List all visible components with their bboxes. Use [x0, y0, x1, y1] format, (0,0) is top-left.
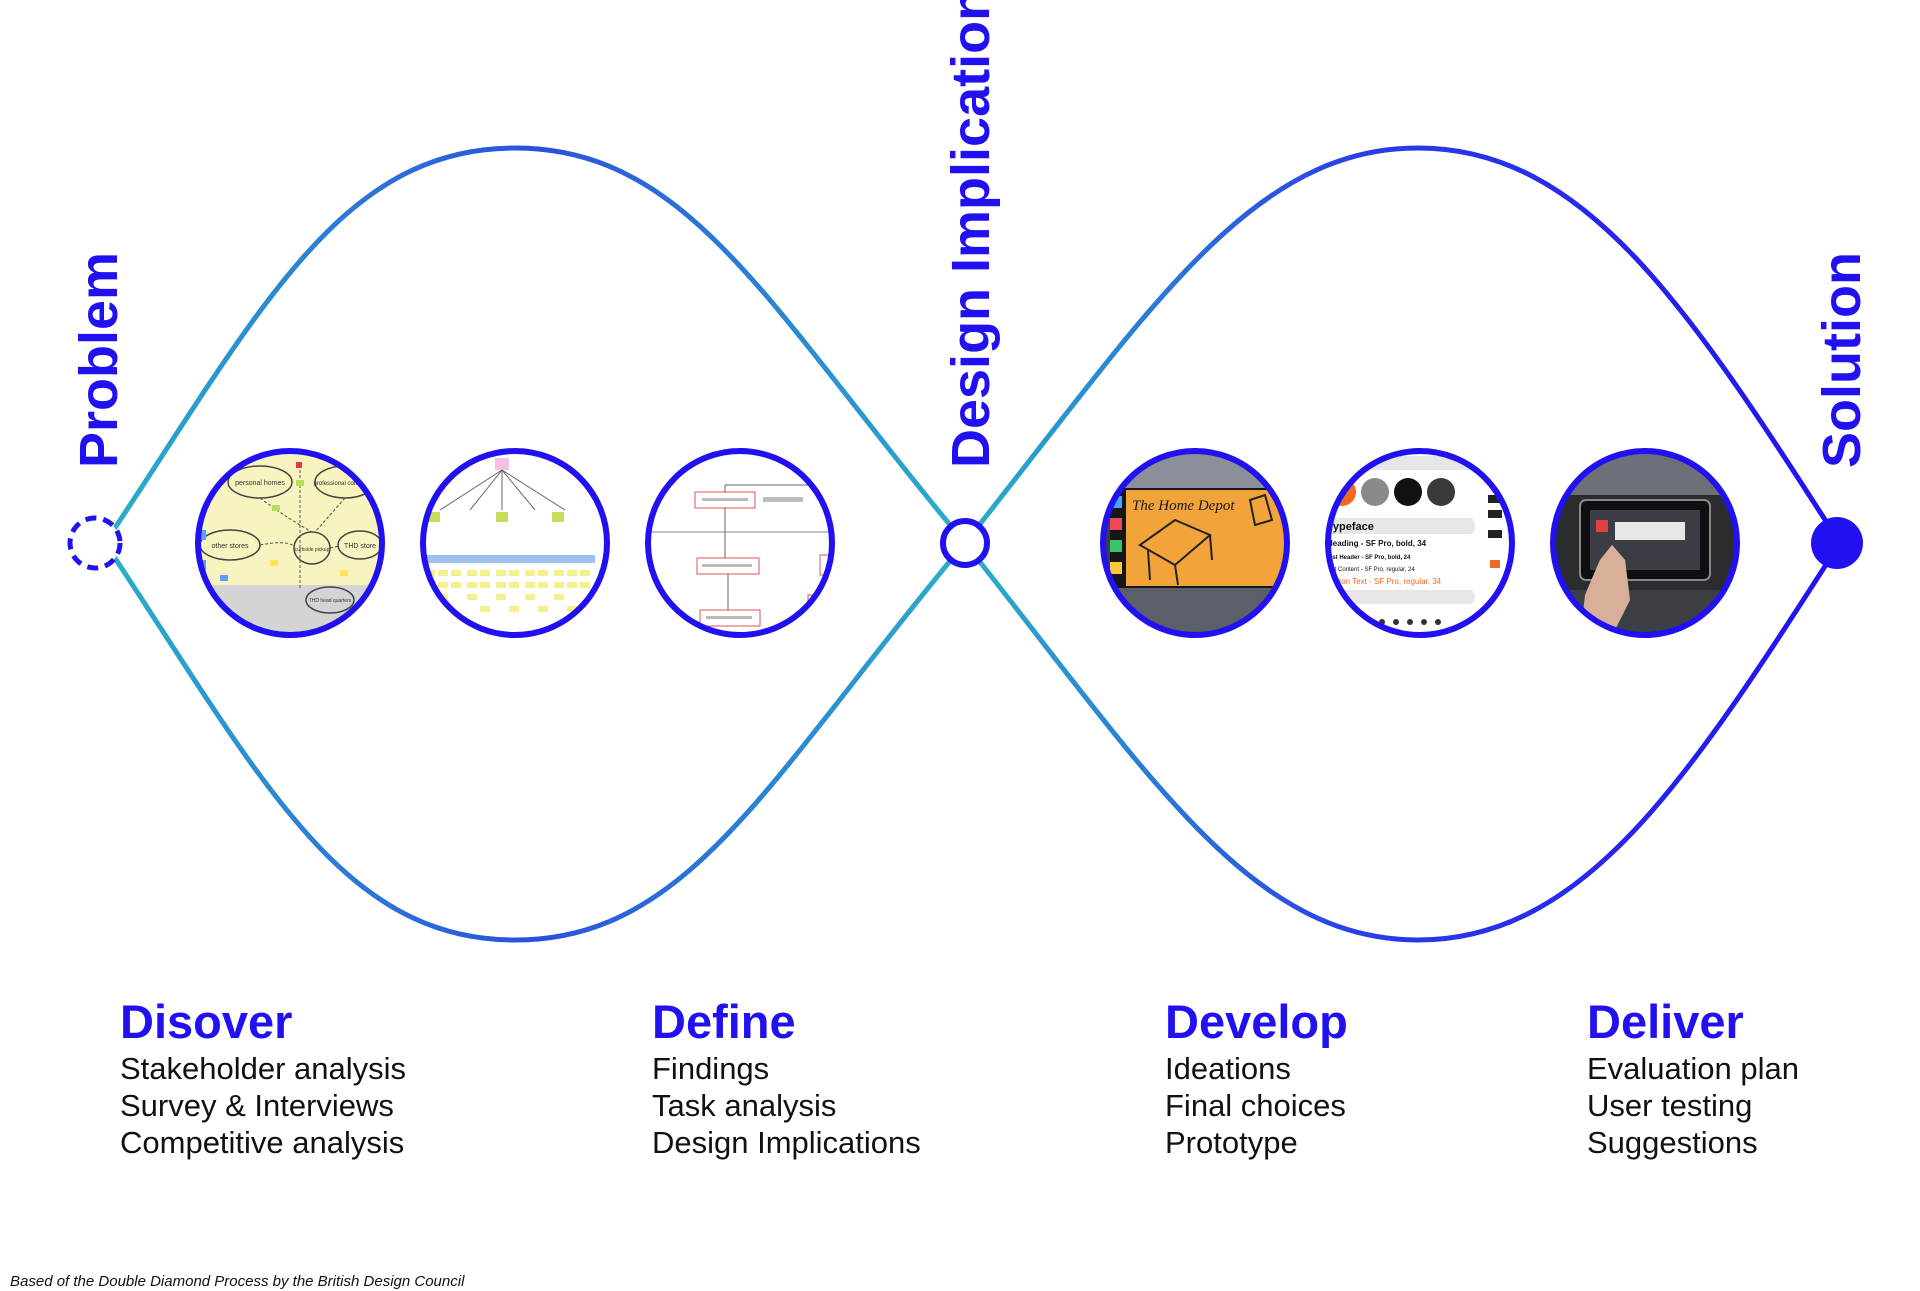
bubble-label-thd-head-quarters: THD head quarters: [309, 598, 352, 604]
design-implications-node: [943, 521, 987, 565]
phase-discover: Disover Stakeholder analysis Survey & In…: [120, 994, 406, 1161]
phase-deliver: Deliver Evaluation plan User testing Sug…: [1587, 994, 1799, 1161]
bubble-label-personal-homes: personal homes: [235, 480, 285, 487]
phase-title-develop: Develop: [1165, 994, 1348, 1050]
svg-text:The Home Depot: The Home Depot: [1132, 498, 1235, 514]
style-guide-line-3: List Content - SF Pro, regular, 24: [1327, 567, 1415, 573]
phase-item: User testing: [1587, 1087, 1799, 1124]
phase-item: Stakeholder analysis: [120, 1050, 406, 1087]
bubble-label-thd-store: THD store: [344, 543, 376, 550]
phase-item: Design Implications: [652, 1124, 921, 1161]
phase-develop: Develop Ideations Final choices Prototyp…: [1165, 994, 1348, 1161]
style-guide-line-4: Button Text - SF Pro, regular, 34: [1327, 577, 1442, 586]
phase-item: Survey & Interviews: [120, 1087, 406, 1124]
problem-label: Problem: [72, 252, 126, 468]
solution-label: Solution: [1815, 252, 1869, 468]
design-implications-label: Design Implications: [944, 0, 998, 468]
style-guide-line-1: Heading - SF Pro, bold, 34: [1327, 539, 1427, 548]
phase-title-define: Define: [652, 994, 921, 1050]
style-guide-line-2: List Header - SF Pro, bold, 24: [1327, 555, 1411, 561]
phase-item: Task analysis: [652, 1087, 921, 1124]
phase-item: Ideations: [1165, 1050, 1348, 1087]
bubble-label-other-stores: other stores: [212, 543, 249, 550]
phase-item: Competitive analysis: [120, 1124, 406, 1161]
problem-node: [70, 518, 120, 568]
phase-item: Evaluation plan: [1587, 1050, 1799, 1087]
phase-item: Suggestions: [1587, 1124, 1799, 1161]
phase-title-discover: Disover: [120, 994, 406, 1050]
bubble-label-professional-companies: professional companies: [313, 481, 376, 487]
phase-item: Prototype: [1165, 1124, 1348, 1161]
style-guide-section: Typeface: [1327, 521, 1374, 533]
phase-title-deliver: Deliver: [1587, 994, 1799, 1050]
source-footnote: Based of the Double Diamond Process by t…: [10, 1273, 464, 1290]
phase-item: Findings: [652, 1050, 921, 1087]
phase-item: Final choices: [1165, 1087, 1348, 1124]
phase-define: Define Findings Task analysis Design Imp…: [652, 994, 921, 1161]
solution-node: [1811, 517, 1863, 569]
